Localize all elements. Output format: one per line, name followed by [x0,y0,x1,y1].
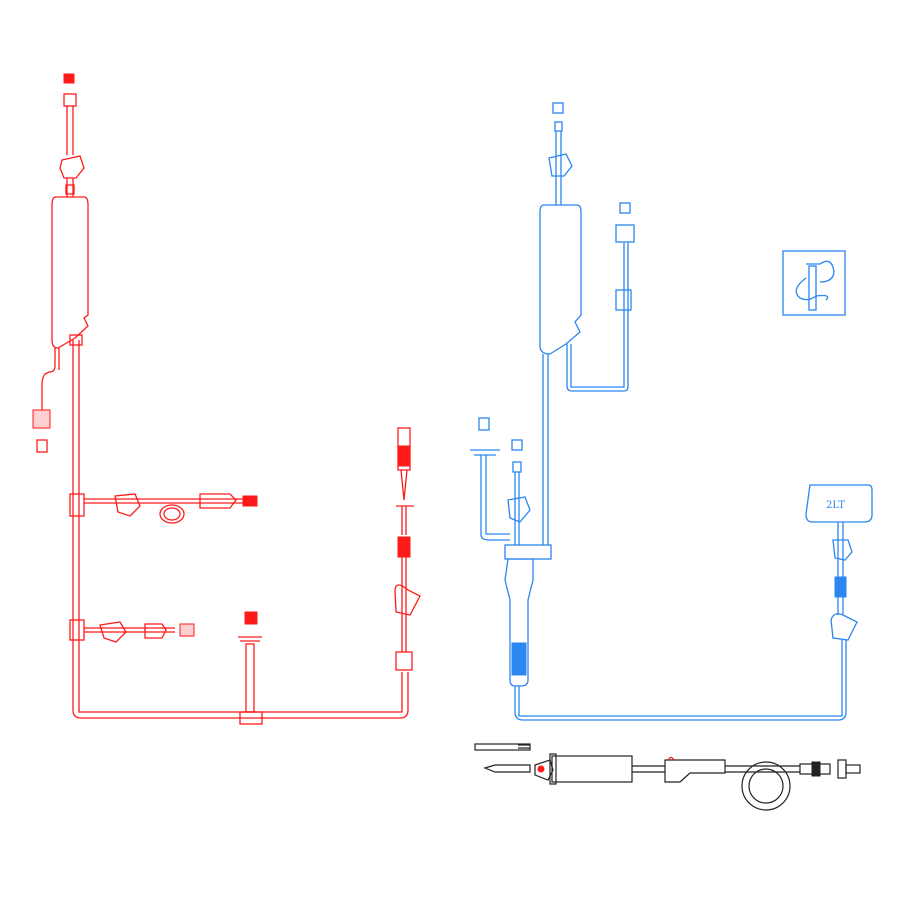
bag-label: 2LT [826,500,845,511]
red-bag-outlet-tube [41,348,60,410]
red-main-tube [72,340,409,719]
red-port-flange [238,636,262,642]
tube-coil [741,761,791,811]
vent-red-dot [537,765,545,773]
red-top-connector [63,93,77,107]
red-top-cap [63,73,75,84]
red-spike-cap [397,427,411,471]
blue-filter [511,642,527,676]
blue-port-flange [470,449,500,456]
drip-chamber [551,755,633,783]
blue-top-cap [552,102,564,114]
blue-drip-chamber [504,558,534,687]
spike-cap [474,743,531,751]
red-spike [396,469,414,535]
red-infusion-set [32,73,421,725]
blue-vent-cap [619,202,631,214]
red-branch-2-cap [179,623,195,637]
blue-coiled-set-icon [782,250,846,316]
red-outlet-connector [32,409,51,429]
red-y-site-2 [69,619,85,641]
red-connector [397,536,411,558]
blue-main-tube [542,354,549,545]
blue-y-site [504,544,552,560]
red-flow-regulator [395,651,413,671]
red-outlet-cap [36,439,48,453]
red-coil [159,504,185,524]
red-branch-1-clamp [114,493,141,517]
blue-clamp-2 [507,496,531,523]
luer-connector [811,761,821,777]
blue-output-tube [514,640,847,721]
red-branch-1-tube [84,498,245,504]
red-port-tube [245,643,255,713]
red-top-tube [66,106,74,155]
black-infusion-set [474,743,861,811]
blue-bag-2lt [805,484,873,523]
luer-cap [837,759,847,779]
blue-vent-connector [615,224,635,243]
blue-vent-tube [566,243,629,392]
blue-port-cap-1 [478,417,490,431]
blue-top-clamp [548,153,573,177]
blue-roller-clamp [615,289,632,311]
roller-clamp [664,759,726,783]
red-branch-1-cap [242,495,258,507]
red-t-junction [239,711,263,725]
blue-bottom-clamp [830,613,858,641]
red-top-clamp [59,155,85,179]
blue-bag [539,204,582,355]
red-branch-2-tube [84,627,175,633]
spike [483,764,531,773]
red-branch-2-clamp [99,621,127,643]
red-y-site-1 [69,493,85,517]
red-roller-clamp [394,584,421,616]
red-bag [51,196,89,349]
blue-connector [834,576,847,598]
red-branch-1-connector [199,493,237,509]
red-branch-2-connector [144,623,167,639]
blue-port-cap-2 [511,439,523,451]
blue-infusion-set: 2LT [470,102,873,721]
red-port-cap [244,611,258,625]
tube [632,765,800,773]
